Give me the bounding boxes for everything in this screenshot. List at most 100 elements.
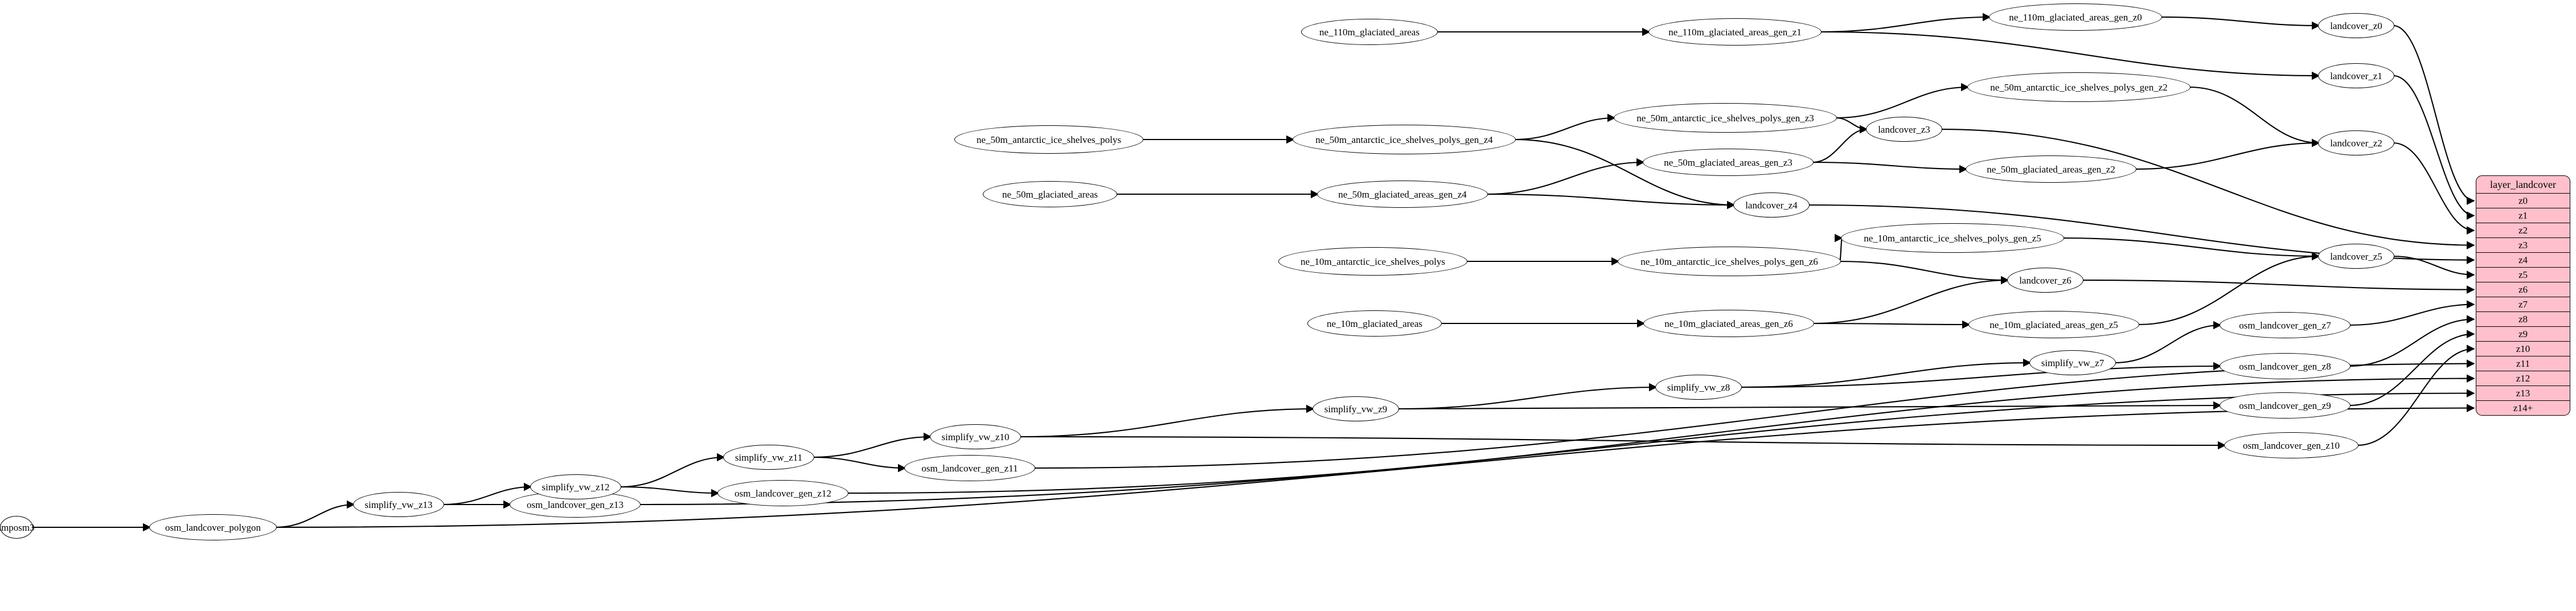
graph-node-ne_110m_glaciated_areas[interactable]: ne_110m_glaciated_areas (1301, 19, 1438, 45)
graph-node-label: ne_10m_antarctic_ice_shelves_polys (1301, 256, 1445, 267)
graph-node-label: ne_50m_glaciated_areas (1002, 188, 1098, 200)
graph-node-simplify_vw_z13[interactable]: simplify_vw_z13 (353, 492, 444, 517)
graph-edge (2135, 138, 2320, 170)
graph-node-osm_landcover_gen_z7[interactable]: osm_landcover_gen_z7 (2220, 312, 2351, 338)
table-row-z2[interactable]: z2 (2476, 223, 2570, 237)
table-row-z8[interactable]: z8 (2476, 311, 2570, 326)
graph-node-label: osm_landcover_gen_z13 (527, 499, 624, 510)
graph-node-landcover_z3[interactable]: landcover_z3 (1866, 117, 1942, 142)
graph-node-label: simplify_vw_z12 (542, 481, 610, 493)
graph-node-label: ne_50m_antarctic_ice_shelves_polys_gen_z… (1636, 112, 1814, 124)
table-row-z11[interactable]: z11 (2476, 356, 2570, 371)
graph-node-simplify_vw_z10[interactable]: simplify_vw_z10 (930, 424, 1021, 449)
table-row-z4[interactable]: z4 (2476, 252, 2570, 267)
graph-node-landcover_z5[interactable]: landcover_z5 (2318, 244, 2394, 269)
graph-node-landcover_z4[interactable]: landcover_z4 (1733, 192, 1810, 218)
graph-edge (2189, 86, 2320, 147)
table-row-z9[interactable]: z9 (2476, 326, 2570, 341)
graph-edge (639, 389, 2475, 506)
graph-node-label: ne_10m_glaciated_areas_gen_z5 (1990, 319, 2118, 330)
graph-edge (813, 432, 932, 458)
graph-node-ne_10m_glaciated_areas_gen_z6[interactable]: ne_10m_glaciated_areas_gen_z6 (1643, 310, 1814, 337)
graph-edge (1812, 125, 1868, 163)
graph-node-ne_50m_antarctic_ice_shelves_polys_gen_z4[interactable]: ne_50m_antarctic_ice_shelves_polys_gen_z… (1293, 125, 1516, 154)
graph-node-label: landcover_z1 (2330, 70, 2382, 81)
graph-node-label: simplify_vw_z9 (1324, 403, 1388, 415)
graph-node-ne_10m_antarctic_ice_shelves_polys[interactable]: ne_10m_antarctic_ice_shelves_polys (1278, 247, 1467, 276)
table-row-z5[interactable]: z5 (2476, 267, 2570, 282)
graph-edge (2349, 330, 2475, 407)
table-row-z0[interactable]: z0 (2476, 193, 2570, 208)
graph-edge (620, 486, 720, 498)
graph-node-ne_50m_antarctic_ice_shelves_polys_gen_z2[interactable]: ne_50m_antarctic_ice_shelves_polys_gen_z… (1967, 72, 2191, 102)
table-row-z12[interactable]: z12 (2476, 371, 2570, 386)
graph-node-label: osm_landcover_gen_z8 (2239, 360, 2331, 372)
graph-edge (847, 374, 2475, 494)
graph-node-ne_50m_glaciated_areas[interactable]: ne_50m_glaciated_areas (983, 181, 1117, 207)
graph-node-label: osm_landcover_gen_z12 (735, 487, 831, 499)
graph-node-landcover_z1[interactable]: landcover_z1 (2318, 63, 2394, 88)
graph-edge (1812, 276, 2009, 325)
graph-edge (2349, 315, 2475, 367)
graph-node-label: ne_50m_antarctic_ice_shelves_polys_gen_z… (1990, 81, 2168, 93)
graph-node-simplify_vw_z9[interactable]: simplify_vw_z9 (1312, 396, 1399, 421)
table-row-z1[interactable]: z1 (2476, 208, 2570, 223)
graph-node-imposm3[interactable]: imposm3 (0, 516, 35, 539)
graph-node-simplify_vw_z8[interactable]: simplify_vw_z8 (1655, 375, 1742, 400)
graph-node-ne_10m_antarctic_ice_shelves_polys_gen_z5[interactable]: ne_10m_antarctic_ice_shelves_polys_gen_z… (1841, 223, 2064, 253)
graph-edge (1839, 260, 2009, 285)
graph-node-osm_landcover_gen_z11[interactable]: osm_landcover_gen_z11 (904, 455, 1035, 481)
graph-node-osm_landcover_gen_z10[interactable]: osm_landcover_gen_z10 (2224, 432, 2358, 458)
graph-node-label: landcover_z4 (1745, 199, 1798, 211)
graph-node-label: simplify_vw_z13 (364, 499, 433, 510)
graph-node-osm_landcover_gen_z9[interactable]: osm_landcover_gen_z9 (2220, 392, 2351, 419)
graph-edge (2357, 345, 2475, 446)
graph-edge (2082, 279, 2475, 294)
graph-node-landcover_z6[interactable]: landcover_z6 (2007, 268, 2083, 293)
graph-node-ne_50m_glaciated_areas_gen_z4[interactable]: ne_50m_glaciated_areas_gen_z4 (1317, 181, 1488, 208)
graph-node-label: osm_landcover_gen_z9 (2239, 400, 2331, 411)
table-row-z6[interactable]: z6 (2476, 282, 2570, 297)
graph-node-osm_landcover_polygon[interactable]: osm_landcover_polygon (149, 514, 277, 540)
graph-node-ne_110m_glaciated_areas_gen_z1[interactable]: ne_110m_glaciated_areas_gen_z1 (1648, 18, 1822, 46)
graph-node-label: landcover_z3 (1878, 124, 1930, 135)
graph-node-ne_50m_antarctic_ice_shelves_polys[interactable]: ne_50m_antarctic_ice_shelves_polys (954, 125, 1143, 154)
table-row-z13[interactable]: z13 (2476, 386, 2570, 400)
graph-node-label: simplify_vw_z7 (2041, 357, 2105, 368)
table-row-z10[interactable]: z10 (2476, 341, 2570, 356)
graph-node-osm_landcover_gen_z8[interactable]: osm_landcover_gen_z8 (2220, 353, 2351, 379)
graph-node-ne_50m_glaciated_areas_gen_z2[interactable]: ne_50m_glaciated_areas_gen_z2 (1966, 155, 2136, 183)
graph-edge (1820, 13, 1991, 33)
graph-edge (1834, 233, 1843, 263)
graph-edge (1019, 404, 1315, 438)
table-row-z14+[interactable]: z14+ (2476, 400, 2570, 415)
graph-node-landcover_z0[interactable]: landcover_z0 (2318, 13, 2394, 38)
graph-node-landcover_z2[interactable]: landcover_z2 (2318, 130, 2394, 155)
graph-node-label: ne_110m_glaciated_areas_gen_z1 (1668, 26, 1802, 38)
table-row-z3[interactable]: z3 (2476, 237, 2570, 252)
graph-node-label: landcover_z0 (2330, 20, 2382, 31)
graph-node-simplify_vw_z11[interactable]: simplify_vw_z11 (723, 445, 814, 470)
graph-node-ne_10m_antarctic_ice_shelves_polys_gen_z6[interactable]: ne_10m_antarctic_ice_shelves_polys_gen_z… (1618, 247, 1841, 276)
graph-edge (620, 453, 725, 488)
graph-edge (275, 500, 355, 528)
graph-node-simplify_vw_z7[interactable]: simplify_vw_z7 (2029, 350, 2116, 375)
graph-edge (2160, 16, 2320, 30)
graph-node-ne_10m_glaciated_areas_gen_z5[interactable]: ne_10m_glaciated_areas_gen_z5 (1968, 311, 2139, 338)
graph-node-ne_50m_antarctic_ice_shelves_polys_gen_z3[interactable]: ne_50m_antarctic_ice_shelves_polys_gen_z… (1614, 103, 1837, 133)
graph-node-label: ne_10m_glaciated_areas (1326, 318, 1423, 329)
table-row-z7[interactable]: z7 (2476, 297, 2570, 311)
table-header: layer_landcover (2490, 178, 2556, 190)
graph-edge (2393, 255, 2475, 279)
graph-node-osm_landcover_gen_z12[interactable]: osm_landcover_gen_z12 (717, 480, 848, 506)
graph-node-label: ne_50m_glaciated_areas_gen_z4 (1338, 188, 1467, 200)
graph-node-ne_10m_glaciated_areas[interactable]: ne_10m_glaciated_areas (1307, 310, 1442, 337)
graph-edge (1740, 358, 2032, 388)
graph-node-ne_110m_glaciated_areas_gen_z0[interactable]: ne_110m_glaciated_areas_gen_z0 (1989, 3, 2162, 31)
graph-node-simplify_vw_z12[interactable]: simplify_vw_z12 (530, 474, 621, 499)
graph-edge (1820, 31, 2320, 80)
graph-node-label: ne_10m_antarctic_ice_shelves_polys_gen_z… (1640, 256, 1818, 267)
graph-node-ne_50m_glaciated_areas_gen_z3[interactable]: ne_50m_glaciated_areas_gen_z3 (1643, 149, 1814, 176)
